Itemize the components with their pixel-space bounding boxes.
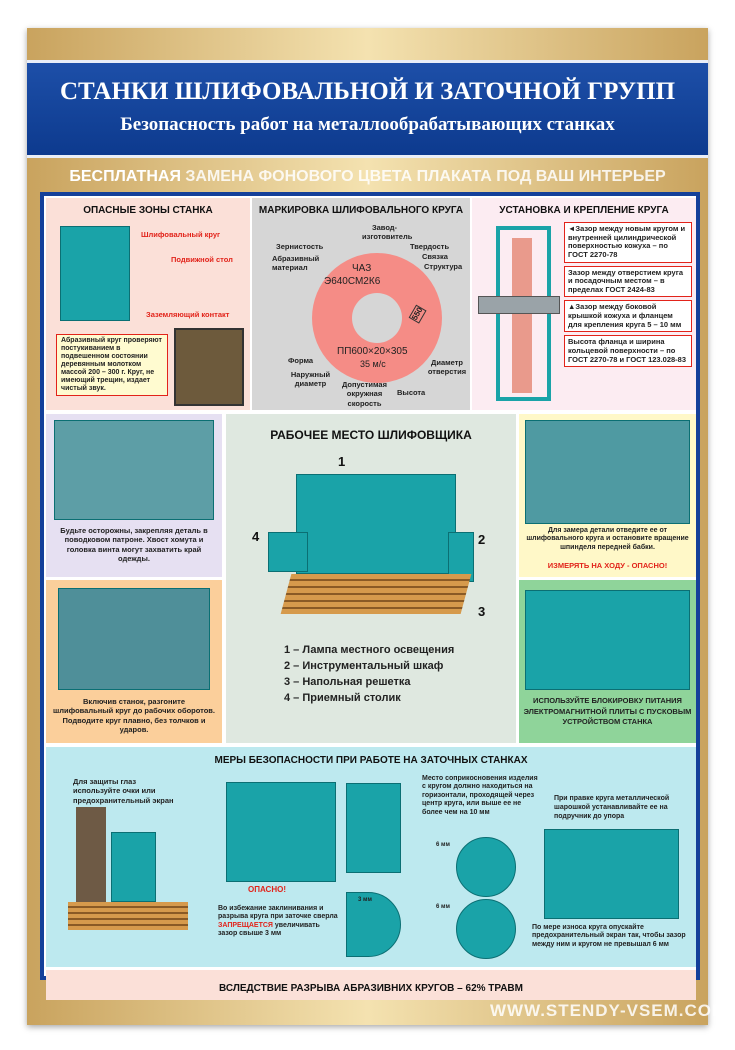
workplace-legend: 1 – Лампа местного освещения 2 – Инструм… [284,642,454,706]
injury-statistic: ВСЛЕДСТВИЕ РАЗРЫВА АБРАЗИВНИХ КРУГОВ – 6… [219,983,523,994]
gap-3mm: 3 мм [358,897,372,903]
site-watermark: WWW.STENDY-VSEM.COM [490,1001,728,1020]
danger-zones-title: ОПАСНЫЕ ЗОНЫ СТАНКА [83,205,213,216]
workplace-panel: РАБОЧЕЕ МЕСТО ШЛИФОВЩИКА 1 2 3 4 1 – Лам… [226,414,516,743]
watermark-text: ЗАМЕНА ФОНОВОГО ЦВЕТА ПЛАКАТА ПОД ВАШ ИН… [185,168,666,185]
tool-cabinet-illustration [448,532,474,582]
magnetic-plate-illustration [525,590,690,690]
mounting-note-2: Зазор между отверстием круга и посадочны… [564,265,692,298]
drill-text: Во избежание заклинивания и разрыва круг… [218,905,338,921]
startup-panel: Включив станок, разгоните шлифовальный к… [46,580,222,743]
screen-illustration [226,782,336,882]
mounting-panel: УСТАНОВКА И КРЕПЛЕНИЕ КРУГА ◄Зазор между… [472,198,696,410]
label-abrasive: Абразивный материал [272,254,320,273]
measuring-worker-illustration [525,420,690,524]
marking-size: ПП600×20×305 [337,346,408,357]
eye-protection-text: Для защиты глаз используйте очки или пре… [73,777,174,805]
danger-label: ОПАСНО! [248,885,286,894]
wheel-check-note: Абразивный круг проверяют постукиванием … [56,334,168,397]
label-hole-diameter: Диаметр отверстия [427,358,467,377]
workpiece-contact-illustration [346,783,401,873]
measuring-text: Для замера детали отведите ее от шлифова… [526,527,689,551]
contact-text: Место соприкосновения изделия с кругом д… [422,775,538,816]
mounting-notes: ◄Зазор между новым кругом и внутренней ц… [564,222,692,368]
legend-item-2: 2 – Инструментальный шкаф [284,660,444,672]
wheel-section [512,238,532,393]
content-frame: ОПАСНЫЕ ЗОНЫ СТАНКА Шлифовальный круг По… [40,192,700,1000]
marker-1: 1 [338,454,346,469]
spindle-illustration [478,296,560,314]
mounting-note-4: Высота фланца и ширина кольцевой поверхн… [564,335,692,368]
grinding-wheel-diagram [312,253,442,383]
sharpening-title: МЕРЫ БЕЗОПАСНОСТИ ПРИ РАБОТЕ НА ЗАТОЧНЫХ… [214,755,528,766]
marking-code: Э640СМ2К6 [324,276,381,287]
measuring-panel: Для замера детали отведите ее от шлифова… [519,414,696,577]
legend-item-1: 1 – Лампа местного освещения [284,644,455,656]
marking-title: МАРКИРОВКА ШЛИФОВАЛЬНОГО КРУГА [258,205,464,216]
drill-forbid: ЗАПРЕЩАЕТСЯ [218,921,273,929]
marker-4: 4 [252,529,260,544]
grinding-machine-illustration [296,474,456,574]
marking-manufacturer: ЧАЗ [352,263,372,274]
label-moving-table: Подвижной стол [171,255,233,264]
label-bond: Связка [422,252,448,261]
marker-3: 3 [478,604,486,619]
poster-subtitle: Безопасность работ на металлообрабатываю… [120,114,615,135]
dressing-illustration [544,829,679,919]
blocking-text: ИСПОЛЬЗУЙТЕ БЛОКИРОВКУ ПИТАНИЯ ЭЛЕКТРОМА… [523,696,692,726]
marker-2: 2 [478,532,486,547]
startup-text: Включив станок, разгоните шлифовальный к… [52,697,216,735]
bench-grinder-illustration [111,832,156,902]
receiving-table-illustration [268,532,308,572]
wheel-tapping-illustration [174,328,244,406]
marking-panel: МАРКИРОВКА ШЛИФОВАЛЬНОГО КРУГА ЧАЗ Э640С… [252,198,470,410]
wheel-gap-illustration-2 [456,899,516,959]
mounting-title: УСТАНОВКА И КРЕПЛЕНИЕ КРУГА [499,205,669,216]
bottom-band: ВСЛЕДСТВИЕ РАЗРЫВА АБРАЗИВНИХ КРУГОВ – 6… [46,970,696,1000]
worker-grinder-illustration [58,588,210,690]
label-shape: Форма [288,356,314,365]
surface-grinder-illustration [60,226,130,321]
header-band: СТАНКИ ШЛИФОВАЛЬНОЙ И ЗАТОЧНОЙ ГРУПП Без… [27,60,708,158]
color-watermark: БЕСПЛАТНАЯ ЗАМЕНА ФОНОВОГО ЦВЕТА ПЛАКАТА… [27,167,708,187]
workplace-title: РАБОЧЕЕ МЕСТО ШЛИФОВЩИКА [270,428,472,442]
label-height: Высота [397,388,426,397]
legend-item-4: 4 – Приемный столик [284,692,401,704]
screen-wear-text: По мере износа круга опускайте предохран… [532,924,686,948]
gap-6mm-2: 6 мм [436,904,450,910]
label-ground-contact: Заземляющий контакт [146,310,230,319]
clamping-text: Будьте осторожны, закрепляя деталь в пов… [60,526,208,564]
label-grain: Зернистость [276,242,324,251]
sharpening-panel: МЕРЫ БЕЗОПАСНОСТИ ПРИ РАБОТЕ НА ЗАТОЧНЫХ… [46,747,696,967]
danger-zones-panel: ОПАСНЫЕ ЗОНЫ СТАНКА Шлифовальный круг По… [46,198,250,410]
poster-title: СТАНКИ ШЛИФОВАЛЬНОЙ И ЗАТОЧНОЙ ГРУПП [59,78,676,105]
floor-grate-illustration [280,574,472,614]
label-manufacturer: Завод-изготовитель [362,223,413,242]
floor-grate-illustration-2 [68,902,188,930]
label-allowed-speed: Допустимая окружная скорость [342,380,387,408]
wheel-gap-illustration-1 [456,837,516,897]
cylindrical-grinder-illustration [54,420,214,520]
dressing-text: При правке круга металлической шарошкой … [554,795,670,820]
worker-illustration [76,807,106,902]
drill-gap-illustration [346,892,401,957]
legend-item-3: 3 – Напольная решетка [284,676,411,688]
label-structure: Структура [424,262,463,271]
drill-block: Во избежание заклинивания и разрыва круг… [218,905,340,939]
drill-text-end: увеличивать зазор свыше 3 мм [218,921,320,938]
mounting-note-3: ▲Зазор между боковой крышкой кожуха и фл… [564,300,692,333]
clamping-panel: Будьте осторожны, закрепляя деталь в пов… [46,414,222,577]
label-grinding-wheel: Шлифовальный круг [141,230,221,239]
gap-6mm-1: 6 мм [436,842,450,848]
blocking-panel: ИСПОЛЬЗУЙТЕ БЛОКИРОВКУ ПИТАНИЯ ЭЛЕКТРОМА… [519,580,696,743]
measuring-warning: ИЗМЕРЯТЬ НА ХОДУ - ОПАСНО! [547,561,668,570]
marking-speed: 35 м/с [360,359,386,369]
watermark-bold: БЕСПЛАТНАЯ [69,168,181,185]
mounting-note-1: ◄Зазор между новым кругом и внутренней ц… [564,222,692,263]
label-outer-diameter: Наружный диаметр [290,370,331,389]
label-hardness: Твердость [410,242,450,251]
